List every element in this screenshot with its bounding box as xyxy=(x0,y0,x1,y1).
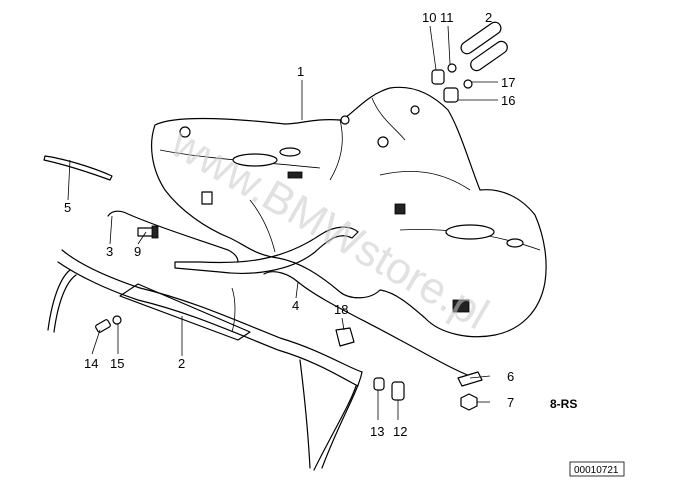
protective-strip xyxy=(43,155,113,181)
callout-2-top: 2 xyxy=(485,10,492,25)
callout-16: 16 xyxy=(501,93,515,108)
callout-9: 9 xyxy=(134,244,141,259)
callout-15: 15 xyxy=(110,356,124,371)
callout-10: 10 xyxy=(422,10,436,25)
fuel-tank xyxy=(150,86,547,338)
clamp-small xyxy=(373,377,385,391)
nut xyxy=(460,393,478,411)
hose-pieces-top xyxy=(431,21,508,103)
callout-12: 12 xyxy=(393,424,407,439)
callout-2-bottom: 2 xyxy=(178,356,185,371)
callout-4: 4 xyxy=(292,298,299,313)
callout-1: 1 xyxy=(297,64,304,79)
clip xyxy=(335,327,355,347)
callout-13: 13 xyxy=(370,424,384,439)
callout-17: 17 xyxy=(501,75,515,90)
fuel-line-set xyxy=(47,249,363,471)
tension-strap-right xyxy=(174,226,359,274)
callout-14: 14 xyxy=(84,356,98,371)
bolt xyxy=(137,225,159,239)
reference-box xyxy=(569,461,625,477)
hose-clamp-left xyxy=(95,315,122,333)
tension-strap-left xyxy=(107,210,239,263)
hose-short xyxy=(391,381,405,401)
callout-6: 6 xyxy=(507,369,514,384)
callout-7: 7 xyxy=(507,395,514,410)
callout-5: 5 xyxy=(64,200,71,215)
holder-plate xyxy=(457,371,483,387)
model-code: 8-RS xyxy=(550,397,577,411)
callout-11: 11 xyxy=(440,10,454,25)
callout-18: 18 xyxy=(334,302,348,317)
leader-lines xyxy=(67,25,498,420)
callout-3: 3 xyxy=(106,244,113,259)
reference-number: 00010721 xyxy=(574,465,619,476)
